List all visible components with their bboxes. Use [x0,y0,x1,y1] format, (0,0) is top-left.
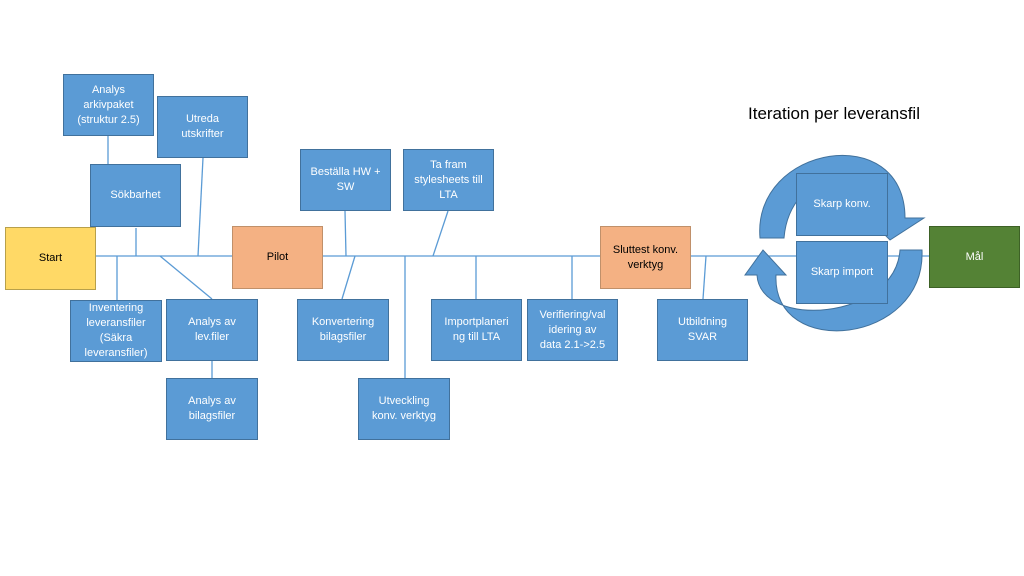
ta-fram-stylesheets-box[interactable]: Ta fram stylesheets till LTA [403,149,494,211]
utreda-utskrifter-label: Utreda utskrifter [181,113,224,140]
sokbarhet-box[interactable]: Sökbarhet [90,164,181,227]
analys-levfiler-box[interactable]: Analys av lev.filer [166,299,258,361]
analys-bilagsfiler-box[interactable]: Analys av bilagsfiler [166,378,258,440]
analys-arkivpaket-label: Analys arkivpaket (struktur 2.5) [77,83,140,126]
verifiering-label: Verifiering/val idering av data 2.1->2.5 [539,308,606,351]
analys-levfiler-label: Analys av lev.filer [188,316,236,343]
bestalla-hw-sw-label: Beställa HW + SW [310,166,381,193]
analys-arkivpaket-box[interactable]: Analys arkivpaket (struktur 2.5) [63,74,154,136]
connector-utbildning [702,255,707,300]
skarp-konv-label: Skarp konv. [813,198,871,210]
utreda-utskrifter-box[interactable]: Utreda utskrifter [157,96,248,158]
connector-bestalla [344,210,347,257]
inventering-box[interactable]: Inventering leveransfiler (Säkra leveran… [70,300,162,362]
importplanering-label: Importplaneri ng till LTA [444,316,509,343]
sokbarhet-label: Sökbarhet [110,189,161,201]
connector-konvertering [341,255,356,300]
utbildning-box[interactable]: Utbildning SVAR [657,299,748,361]
skarp-import-box[interactable]: Skarp import [796,241,888,304]
goal-label: Mål [965,250,984,263]
utveckling-verktyg-label: Utveckling konv. verktyg [372,395,436,422]
start-node[interactable]: Start [5,227,96,290]
connector-analys-levfiler [159,255,213,300]
utveckling-verktyg-box[interactable]: Utveckling konv. verktyg [358,378,450,440]
goal-node[interactable]: Mål [929,226,1020,288]
bestalla-hw-sw-box[interactable]: Beställa HW + SW [300,149,391,211]
skarp-konv-box[interactable]: Skarp konv. [796,173,888,236]
sluttest-node[interactable]: Sluttest konv. verktyg [600,226,691,289]
skarp-import-label: Skarp import [810,266,874,278]
analys-bilagsfiler-label: Analys av bilagsfiler [188,395,236,422]
konvertering-bilagsfiler-label: Konvertering bilagsfiler [311,316,375,343]
start-label: Start [38,252,63,264]
connector-utreda [197,157,204,257]
connector-stylesheets [432,210,449,257]
pilot-label: Pilot [266,251,289,263]
importplanering-box[interactable]: Importplaneri ng till LTA [431,299,522,361]
utbildning-label: Utbildning SVAR [678,316,727,343]
ta-fram-stylesheets-label: Ta fram stylesheets till LTA [414,158,483,201]
inventering-label: Inventering leveransfiler (Säkra leveran… [84,302,148,359]
sluttest-label: Sluttest konv. verktyg [612,243,679,271]
konvertering-bilagsfiler-box[interactable]: Konvertering bilagsfiler [297,299,389,361]
pilot-node[interactable]: Pilot [232,226,323,289]
iteration-title: Iteration per leveransfil [748,104,920,123]
verifiering-box[interactable]: Verifiering/val idering av data 2.1->2.5 [527,299,618,361]
